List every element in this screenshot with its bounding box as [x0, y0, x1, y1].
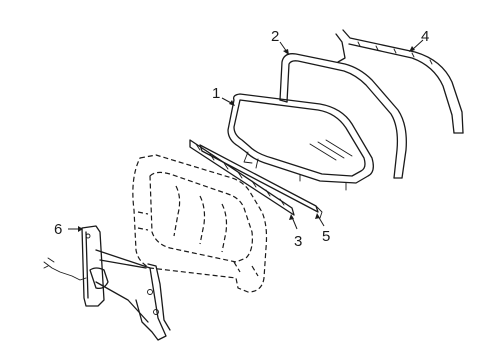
arrow-1 [229, 100, 235, 106]
arrow-3 [289, 214, 294, 220]
callout-3: 3 [294, 233, 302, 250]
door-glass-part [227, 93, 374, 191]
window-regulator-part [43, 225, 171, 341]
callout-5: 5 [322, 228, 330, 245]
leader-lines [68, 39, 424, 232]
leader-4 [411, 39, 424, 51]
belt-weatherstrip-part [189, 139, 295, 216]
callout-4: 4 [421, 28, 429, 45]
arrow-5 [315, 213, 320, 219]
run-channel-part [279, 53, 407, 179]
callout-2: 2 [271, 28, 279, 45]
callout-6: 6 [54, 221, 62, 238]
arrow-6 [78, 226, 83, 232]
arrow-2 [283, 49, 289, 55]
door-weatherstrip-part [335, 29, 464, 134]
callout-labels: 1 2 3 4 5 6 [54, 28, 429, 250]
callout-1: 1 [212, 85, 220, 102]
door-inner-panel [132, 154, 268, 293]
outer-belt-molding-part [199, 144, 323, 219]
arrow-4 [409, 46, 415, 52]
